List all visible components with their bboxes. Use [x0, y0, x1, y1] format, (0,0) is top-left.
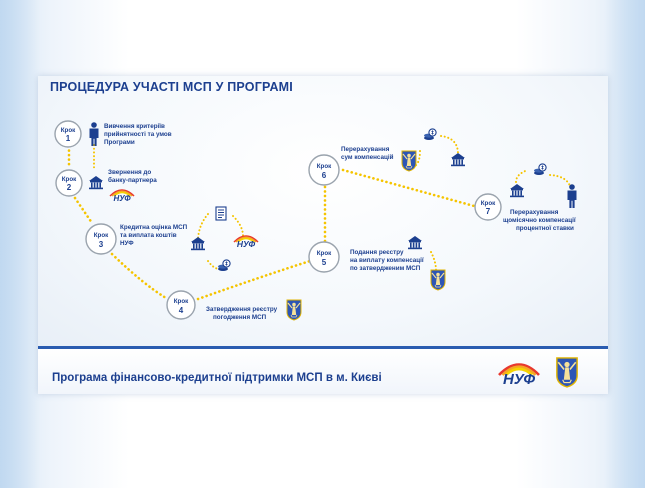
money-icon [533, 163, 547, 176]
step-circle-3: Крок 3 [85, 223, 117, 255]
step-5-label-line: по затвердженим МСП [350, 265, 421, 272]
nuf-logo-text: НУФ [503, 371, 535, 388]
connector-3c [232, 215, 244, 237]
step-3-label-line: НУФ [120, 240, 134, 247]
bank-icon [89, 176, 103, 190]
step-7-label-line: щомісячно компенсації [503, 216, 576, 224]
step-6-label: Перерахування сум компенсацій [341, 146, 394, 161]
kyiv-coat-of-arms-icon [401, 150, 417, 172]
step-3-label-line: Кредитна оцінка МСП [120, 223, 188, 231]
path-segment-3-4 [110, 252, 168, 300]
step-4-label-line: погодження МСП [213, 314, 267, 321]
process-path [67, 144, 476, 301]
step-word: Крок [317, 163, 332, 170]
money-icon [217, 259, 231, 272]
step-number: 6 [322, 171, 327, 180]
slide-footer: Програма фінансово-кредитної підтримки М… [38, 349, 608, 394]
step-3-label-line: та виплата коштів [120, 231, 177, 239]
right-edge-glow [605, 0, 645, 488]
step-1-label-line: прийнятності та умов [104, 130, 172, 138]
kyiv-coat-of-arms-icon [556, 357, 578, 388]
slide-title: ПРОЦЕДУРА УЧАСТІ МСП У ПРОГРАМІ [50, 80, 293, 94]
step-1-label-line: Вивчення критеріїв [104, 122, 165, 130]
step-4-label-line: Затвердження реєстру [206, 306, 278, 313]
kyiv-coat-of-arms-icon [430, 269, 446, 291]
connector-7a [515, 169, 529, 183]
step-circle-4: Крок 4 [166, 290, 196, 320]
step-7-label: Перерахування щомісячно компенсації проц… [503, 209, 577, 232]
left-edge-glow [0, 0, 40, 488]
step-1-label: Вивчення критеріїв прийнятності та умов … [104, 122, 173, 146]
person-icon [89, 122, 99, 146]
step-number: 4 [179, 306, 184, 315]
step-word: Крок [62, 176, 77, 183]
program-title: Програма фінансово-кредитної підтримки М… [52, 372, 382, 384]
connector-6b [440, 135, 459, 155]
step-6-label-line: сум компенсацій [341, 153, 394, 161]
procedure-diagram: Крок 1 Крок 2 Крок 3 Крок 4 Крок 5 Крок … [54, 120, 577, 321]
step-number: 5 [322, 258, 327, 267]
presentation-slide: ПРОЦЕДУРА УЧАСТІ МСП У ПРОГРАМІ [38, 76, 608, 394]
kyiv-coat-of-arms-icon [286, 299, 302, 321]
nuf-logo-text: НУФ [237, 239, 256, 249]
step-2-label: Звернення до банку-партнера [108, 169, 157, 184]
document-icon [215, 206, 227, 221]
step-5-label-line: на виплату компенсації [350, 256, 424, 264]
nuf-logo: НУФ [498, 363, 540, 388]
step-5-label: Подання реєстру на виплату компенсації п… [350, 249, 425, 272]
step-number: 3 [99, 240, 104, 249]
step-6-label-line: Перерахування [341, 146, 390, 153]
step-word: Крок [94, 232, 109, 239]
slide-background [38, 76, 608, 346]
nuf-logo-text: НУФ [113, 194, 131, 203]
step-7-label-line: процентної ставки [516, 225, 574, 232]
step-5-label-line: Подання реєстру [350, 249, 404, 256]
step-4-label: Затвердження реєстру погодження МСП [206, 306, 279, 321]
step-circle-1: Крок 1 [54, 120, 82, 148]
step-7-label-line: Перерахування [510, 209, 559, 216]
step-2-label-line: Звернення до [108, 169, 151, 176]
connector-5 [430, 251, 437, 271]
step-2-label-line: банку-партнера [108, 176, 157, 184]
step-number: 2 [67, 183, 72, 192]
step-3-label: Кредитна оцінка МСП та виплата коштів НУ… [120, 223, 189, 247]
step-circle-7: Крок 7 [474, 193, 502, 221]
step-word: Крок [317, 250, 332, 257]
nuf-logo: НУФ [233, 235, 259, 249]
money-icon [423, 128, 437, 141]
connector-3a [197, 213, 209, 242]
bank-icon [408, 236, 422, 250]
step-circle-6: Крок 6 [308, 154, 340, 186]
path-segment-2-3 [73, 196, 94, 225]
step-circle-2: Крок 2 [55, 169, 83, 197]
footer-logos: НУФ [498, 357, 578, 388]
step-number: 1 [66, 134, 71, 143]
step-word: Крок [481, 200, 496, 207]
path-segment-6-7 [341, 168, 476, 208]
bank-icon [510, 184, 524, 198]
step-word: Крок [61, 127, 76, 134]
bank-icon [191, 237, 205, 251]
person-icon [567, 184, 577, 208]
connector-7b [549, 174, 571, 187]
step-word: Крок [174, 298, 189, 305]
nuf-logo: НУФ [109, 189, 135, 203]
footer-divider [38, 346, 608, 349]
step-number: 7 [486, 207, 491, 216]
bank-icon [451, 153, 465, 167]
step-circle-5: Крок 5 [308, 241, 340, 273]
path-segment-4-5 [196, 259, 312, 301]
step-1-label-line: Програми [104, 139, 135, 146]
